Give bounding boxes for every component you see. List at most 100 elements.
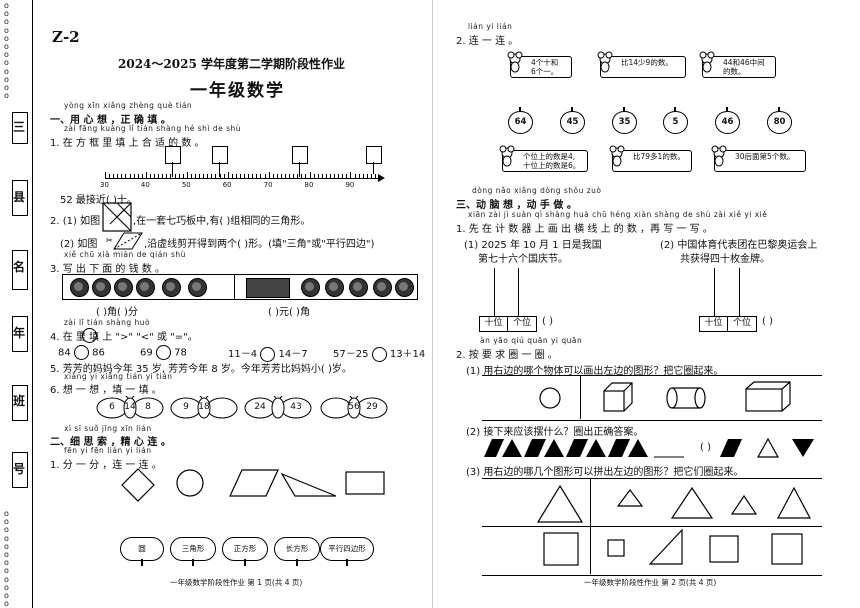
butterfly: 56 29 (320, 396, 388, 420)
binding-label: 班 (13, 394, 26, 408)
coin-icon (349, 278, 368, 297)
svg-text:✂: ✂ (106, 236, 113, 245)
answer-box-3[interactable] (292, 146, 308, 164)
ruler-tick (190, 174, 192, 178)
butterfly-right-value[interactable]: 8 (145, 402, 151, 412)
apple-number[interactable]: 5 (663, 107, 688, 134)
mouse-sign-card: 个位上的数是4, 十位上的数是6。 (499, 145, 588, 172)
option-parallelogram (720, 439, 742, 457)
ruler-label: 60 (222, 181, 232, 189)
mouse-icon (499, 145, 515, 167)
butterfly-right-value[interactable]: 29 (366, 402, 378, 412)
apple-number[interactable]: 64 (508, 107, 533, 134)
rectangle-shape (345, 471, 385, 495)
coin-icon (395, 278, 414, 297)
apple-number[interactable]: 80 (767, 107, 792, 134)
page1-footer: 一年级数学阶段性作业 第 1 页(共 4 页) (170, 578, 303, 587)
coin-icon (136, 278, 155, 297)
ruler-tick (305, 174, 307, 178)
q6-text: 6. 想 一 想 ，填 一 填 。 (50, 385, 162, 396)
cloud-stem (141, 559, 143, 566)
paper-code: Z-2 (52, 28, 80, 46)
butterfly-left-value[interactable]: 9 (183, 402, 189, 412)
ruler-tick (231, 174, 233, 178)
compare-circle[interactable] (73, 345, 89, 360)
binding-box-2 (12, 180, 28, 216)
mouse-sign-card: 30后面第5个数。 (711, 145, 806, 172)
sign-text: 44和46中间 的数。 (723, 58, 765, 76)
ruler-tick (240, 174, 241, 178)
objects-divider (580, 375, 581, 419)
ruler-tick (346, 174, 348, 178)
butterfly-right-value[interactable]: 43 (290, 402, 302, 412)
ruler-tick (203, 174, 205, 178)
money-answer-right: ( )元( )角 (268, 307, 310, 318)
ruler-tick (285, 174, 286, 178)
sign-text: 4个十和 6个一。 (531, 58, 559, 76)
butterfly-left-value[interactable]: 24 (254, 402, 266, 412)
butterfly-body-value[interactable]: 56 (348, 402, 360, 412)
butterfly-wings-icon (96, 396, 164, 419)
cuboid-shape (745, 381, 791, 412)
ruler-tick (321, 174, 323, 178)
banknote-icon (246, 278, 290, 298)
ruler-tick (195, 174, 196, 178)
compare-right: 86 (92, 347, 105, 359)
abacus-counter-1: 十位 个位 (479, 316, 537, 332)
ruler-tick (162, 174, 164, 178)
abacus-counter-2: 十位 个位 (699, 316, 757, 332)
ruler-tick (330, 174, 331, 178)
counter-2-answer: ( ) (762, 316, 773, 327)
ruler-tick (375, 174, 376, 178)
ruler-tick (125, 174, 127, 178)
answer-box-4[interactable] (366, 146, 382, 164)
apple-number[interactable]: 35 (612, 107, 637, 134)
sec2-q1-text: 1. 分 一 分 ，连 一 连 。 (50, 460, 162, 471)
binding-label: 年 (13, 326, 26, 340)
counter-rod (494, 268, 495, 316)
big-square (543, 532, 579, 566)
answer-box-1[interactable] (165, 146, 181, 164)
cloud-stem (296, 559, 298, 566)
compose-row-divider (482, 526, 822, 527)
butterfly-body-value[interactable]: 18 (198, 402, 210, 412)
q2-part2-label: (2) 如图 (60, 239, 98, 250)
ruler-tick (150, 174, 151, 178)
section-3-title: 三、动 脑 想 ，动 手 做 。 (456, 200, 577, 211)
pattern-sequence (484, 439, 684, 458)
compare-circle[interactable] (371, 346, 387, 362)
binding-box-5 (12, 385, 28, 421)
ruler-tick (215, 174, 217, 178)
q3-pinyin: xiě chū xià miàn de qián shù (64, 250, 186, 259)
number-line-ticks (105, 172, 376, 178)
ruler-tick (309, 172, 311, 178)
butterfly-left-value[interactable]: 6 (109, 402, 115, 412)
sign-text: 个位上的数是4, 十位上的数是6。 (523, 152, 581, 170)
cloud-label: 圆 (120, 537, 164, 561)
apple-number[interactable]: 45 (560, 107, 585, 134)
coin-icon (373, 278, 392, 297)
compare-3: 11－4 14－7 (228, 345, 308, 362)
compare-left: 69 (140, 347, 153, 359)
mouse-icon (711, 145, 727, 167)
ruler-tick (301, 174, 303, 178)
compare-circle[interactable] (155, 345, 171, 360)
p2-q2b-3: (3) 用右边的哪几个图形可以拼出左边的图形？把它们圈起来。 (466, 467, 744, 478)
binding-line (32, 0, 33, 608)
butterfly-body-value[interactable]: 14 (124, 402, 136, 412)
ruler-label: 90 (345, 181, 355, 189)
q1-text: 1. 在 方 框 里 填 上 合 适 的 数 。 (50, 138, 205, 149)
apple-number[interactable]: 46 (715, 107, 740, 134)
ruler-tick (121, 174, 123, 178)
answer-box-2[interactable] (212, 146, 228, 164)
compare-right: 13＋14 (389, 349, 426, 360)
page2-footer: 一年级数学阶段性作业 第 2 页(共 4 页) (584, 578, 717, 587)
counter-rod (739, 268, 740, 316)
money-answer-left: ( )角( )分 (96, 307, 138, 318)
ruler-tick (186, 172, 188, 178)
ruler-tick (358, 174, 360, 178)
ruler-tick (260, 174, 262, 178)
binding-label: 名 (13, 260, 26, 274)
